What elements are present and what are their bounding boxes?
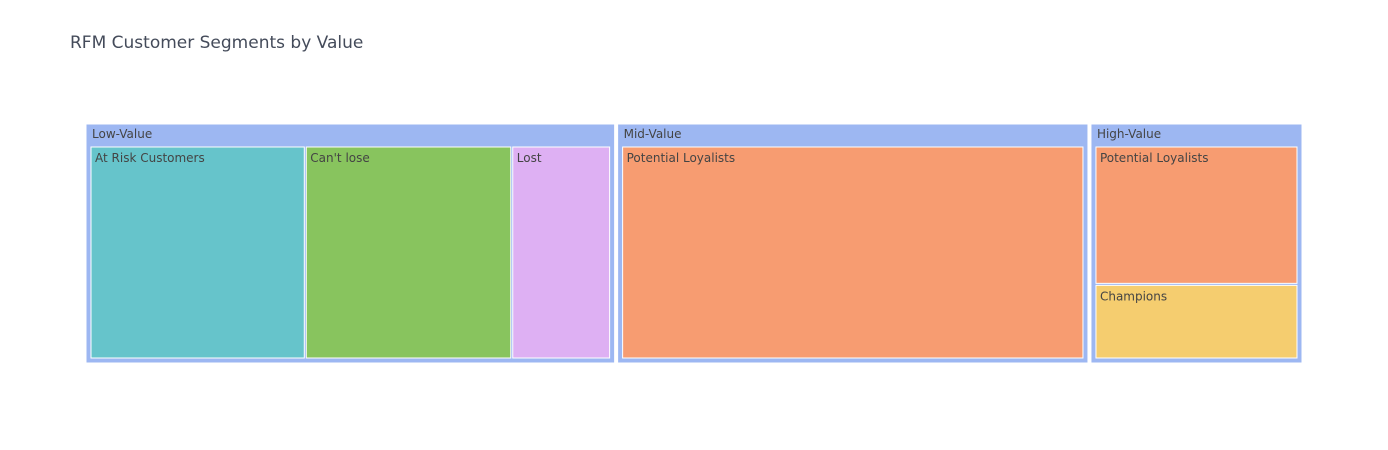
tile-mid-value-potential-loyalists[interactable] <box>622 146 1084 359</box>
tile-low-value-can-t-lose-label: Can't lose <box>310 151 369 165</box>
tile-high-value-potential-loyalists-label: Potential Loyalists <box>1100 151 1209 165</box>
tile-low-value-at-risk-customers[interactable] <box>90 146 305 359</box>
tile-low-value-lost-label: Lost <box>517 151 542 165</box>
chart-title: RFM Customer Segments by Value <box>70 33 364 53</box>
group-high-value-label: High-Value <box>1097 127 1161 141</box>
tile-high-value-potential-loyalists[interactable] <box>1095 146 1298 284</box>
group-low-value-label: Low-Value <box>92 127 152 141</box>
tile-low-value-can-t-lose[interactable] <box>305 146 512 359</box>
tile-low-value-at-risk-customers-label: At Risk Customers <box>95 151 205 165</box>
group-mid-value-label: Mid-Value <box>624 127 682 141</box>
tile-high-value-champions-label: Champions <box>1100 289 1167 303</box>
tile-low-value-lost[interactable] <box>512 146 611 359</box>
tile-mid-value-potential-loyalists-label: Potential Loyalists <box>627 151 736 165</box>
tile-high-value-champions[interactable] <box>1095 284 1298 359</box>
